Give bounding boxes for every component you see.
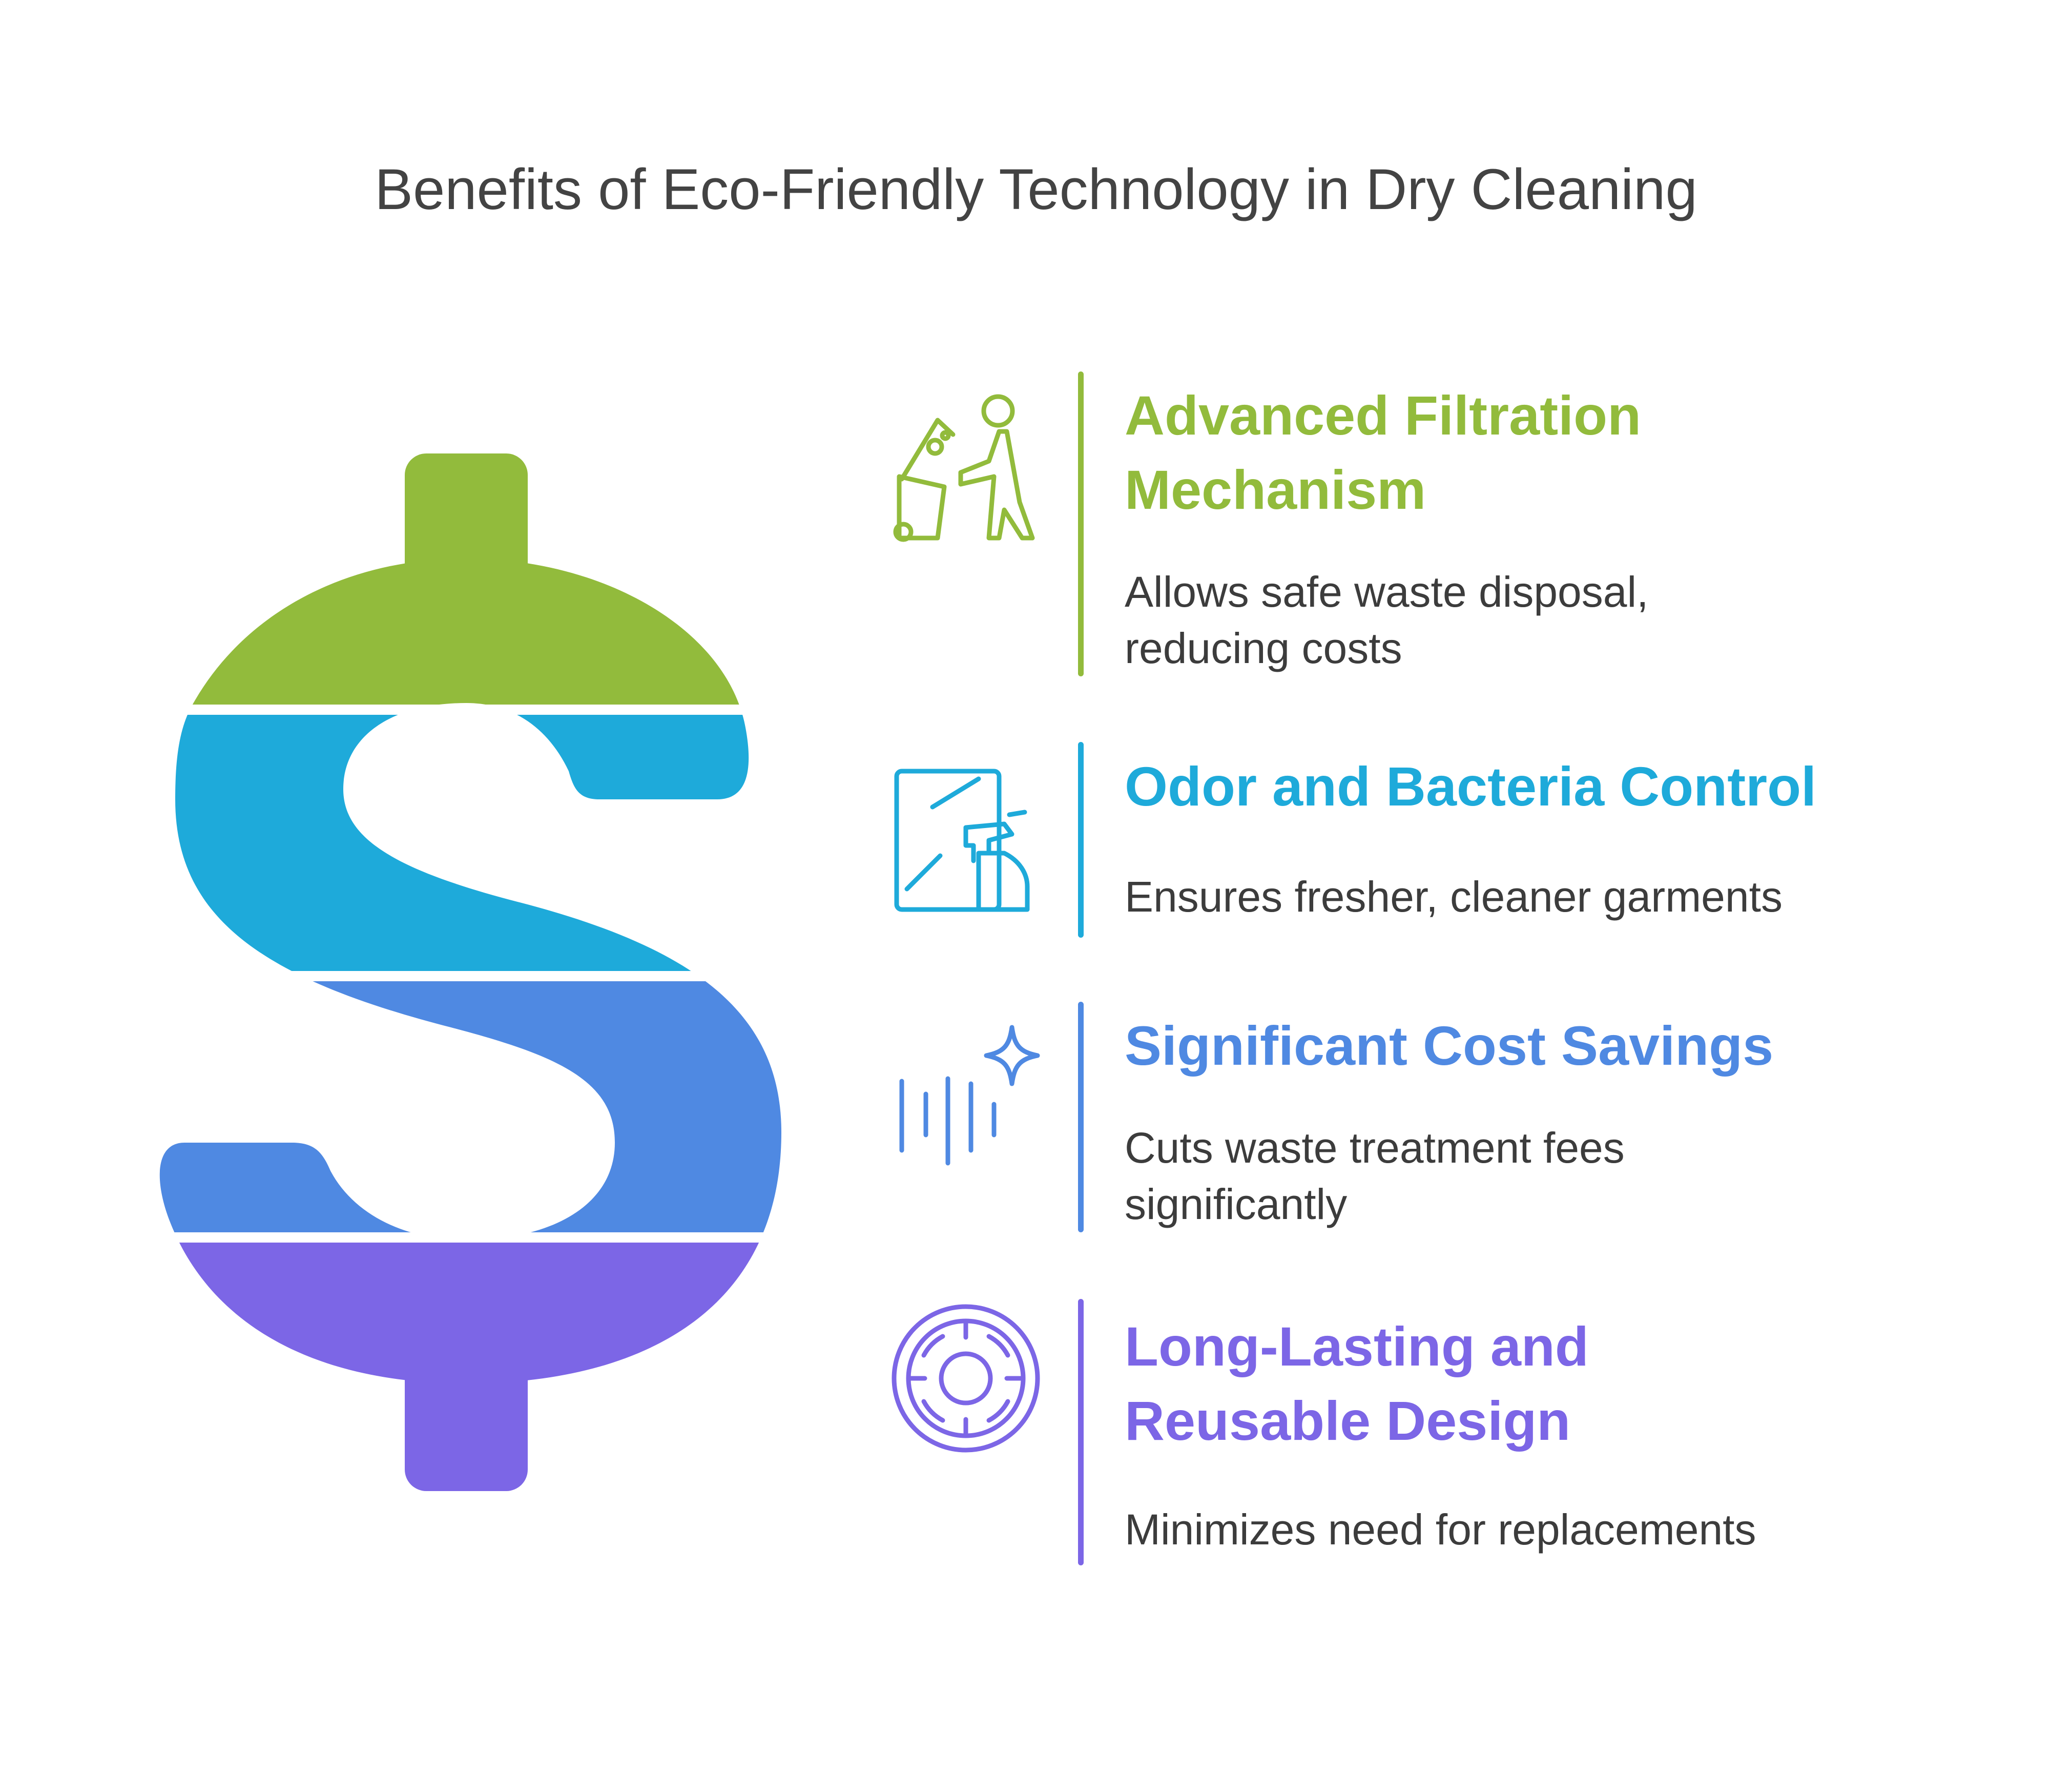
item-2-desc-line1: Ensures fresher, cleaner garments: [1125, 873, 1783, 921]
item-4-desc-line1: Minimizes need for replacements: [1125, 1505, 1756, 1554]
dollar-band-green: [159, 453, 781, 705]
reusable-circle-icon: [892, 1304, 1040, 1453]
item-3-rule: [1078, 1002, 1084, 1232]
item-1-title-line2: Mechanism: [1125, 459, 1426, 521]
dollar-band-blue: [159, 981, 781, 1232]
item-1-rule: [1078, 371, 1084, 676]
item-2-description: Ensures fresher, cleaner garments: [1125, 869, 2026, 925]
page-title: Benefits of Eco-Friendly Technology in D…: [375, 157, 1697, 221]
spray-cleaning-window-icon: [894, 769, 1030, 912]
item-3-desc-line2: significantly: [1125, 1180, 1348, 1228]
sparkle-savings-icon: [899, 1025, 1040, 1166]
item-1-desc-line1: Allows safe waste disposal,: [1125, 568, 1649, 616]
item-2-rule: [1078, 742, 1084, 938]
item-4-title-line2: Reusable Design: [1125, 1390, 1571, 1452]
waste-disposal-person-icon: [893, 394, 1035, 542]
item-3-desc-line1: Cuts waste treatment fees: [1125, 1124, 1625, 1172]
item-1-description: Allows safe waste disposal, reducing cos…: [1125, 564, 2026, 676]
item-4-title-line1: Long-Lasting and: [1125, 1315, 1589, 1377]
item-4-description: Minimizes need for replacements: [1125, 1501, 2026, 1558]
dollar-sign-icon: [159, 453, 781, 1491]
item-4-rule: [1078, 1299, 1084, 1565]
item-2-title-line1: Odor and Bacteria Control: [1125, 755, 1817, 817]
dollar-band-purple: [159, 1243, 781, 1491]
item-1-title: Advanced Filtration Mechanism: [1125, 378, 2037, 527]
item-4-title: Long-Lasting and Reusable Design: [1125, 1309, 2037, 1458]
item-3-description: Cuts waste treatment fees significantly: [1125, 1120, 2026, 1232]
item-3-title: Significant Cost Savings: [1125, 1008, 2037, 1083]
item-2-title: Odor and Bacteria Control: [1125, 749, 2037, 823]
item-3-title-line1: Significant Cost Savings: [1125, 1015, 1774, 1077]
dollar-band-cyan: [159, 715, 781, 971]
item-1-desc-line2: reducing costs: [1125, 624, 1402, 672]
item-1-title-line1: Advanced Filtration: [1125, 384, 1642, 446]
